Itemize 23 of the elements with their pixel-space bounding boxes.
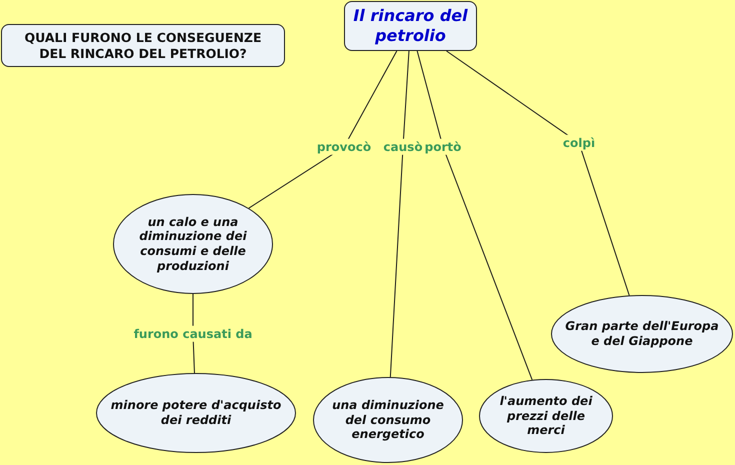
question-box	[1, 24, 285, 67]
concept-ellipse	[313, 377, 463, 463]
concept-text: Gran parte dell'Europa e del Giappone	[564, 319, 720, 349]
concept-ellipse	[113, 194, 273, 294]
connector-line	[390, 50, 410, 378]
edge-label: causò	[381, 138, 425, 156]
question-text: QUALI FURONO LE CONSEGUENZE DEL RINCARO DEL PETROLIO?	[23, 30, 263, 61]
edge-label: portò	[422, 138, 464, 156]
concept-ellipse	[479, 379, 613, 453]
concept-text: una diminuzione del consumo energetico	[332, 398, 444, 442]
edge-label: colpì	[560, 134, 598, 152]
topic-title: Il rincaro del petrolio	[352, 6, 469, 46]
edge-label: provocò	[314, 138, 374, 156]
concept-text: un calo e una diminuzione dei consumi e delle produzioni	[138, 214, 248, 274]
connector-line	[248, 50, 398, 209]
concept-text: minore potere d'acquisto dei redditi	[110, 398, 282, 428]
connector-line	[446, 50, 630, 296]
edge-label: furono causati da	[132, 326, 254, 342]
concept-ellipse	[551, 295, 733, 373]
concept-text: l'aumento dei prezzi delle merci	[498, 394, 594, 438]
connector-line	[416, 50, 533, 380]
topic-box	[344, 1, 477, 51]
concept-ellipse	[96, 373, 296, 453]
